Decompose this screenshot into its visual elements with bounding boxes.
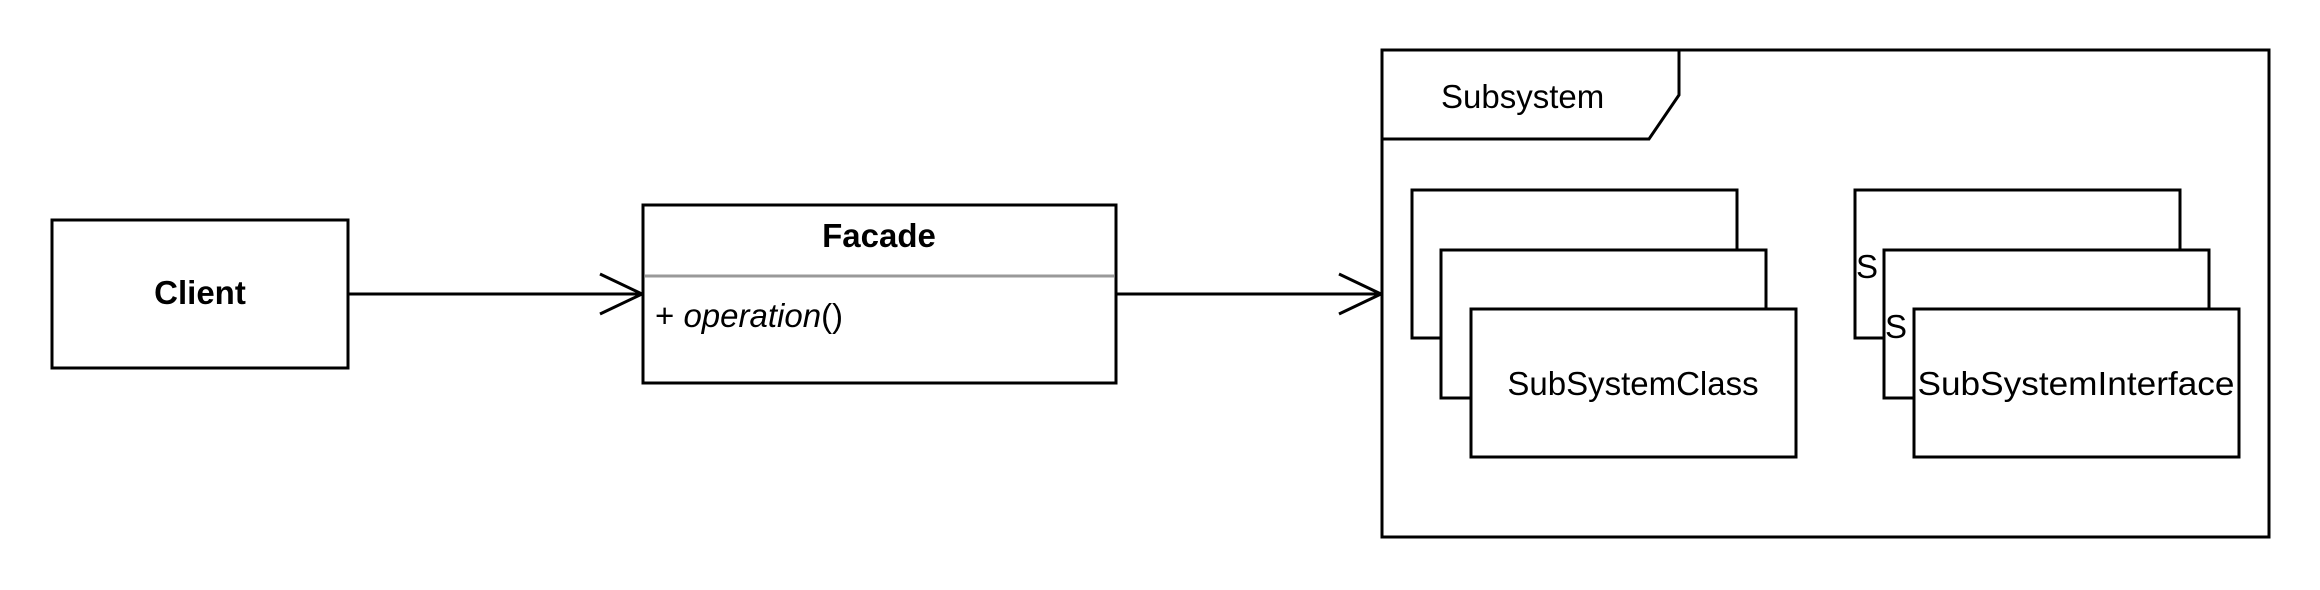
facade-title: Facade bbox=[822, 217, 936, 254]
subsystem-package-tab bbox=[1382, 50, 1681, 141]
facade-box bbox=[641, 203, 1118, 385]
subsystem-interface-front bbox=[1912, 307, 2241, 459]
client-to-facade-association bbox=[348, 272, 646, 316]
subsystem-interface-label: SubSystemInterface bbox=[1918, 365, 2235, 402]
subsystem-class-stack[interactable]: SubSystemClass bbox=[1410, 188, 1798, 459]
subsystem-package-label: Subsystem bbox=[1441, 78, 1604, 115]
facade-class[interactable]: Facade + operation() bbox=[641, 203, 1118, 385]
subsystem-interface-middle-label: S bbox=[1885, 308, 1907, 345]
client-class[interactable]: Client bbox=[50, 218, 350, 370]
client-label: Client bbox=[154, 274, 246, 311]
subsystem-interface-back-label: S bbox=[1856, 248, 1878, 285]
subsystem-class-label: SubSystemClass bbox=[1507, 365, 1758, 402]
subsystem-interface-stack[interactable]: S S SubSystemInterface bbox=[1853, 188, 2241, 459]
subsystem-package[interactable]: Subsystem SubSystemClass S S SubSystemIn… bbox=[1380, 48, 2271, 539]
client-box bbox=[50, 218, 350, 370]
facade-operation: + operation() bbox=[655, 297, 843, 334]
subsystem-class-front bbox=[1469, 307, 1798, 459]
facade-to-subsystem-association bbox=[1116, 272, 1385, 316]
